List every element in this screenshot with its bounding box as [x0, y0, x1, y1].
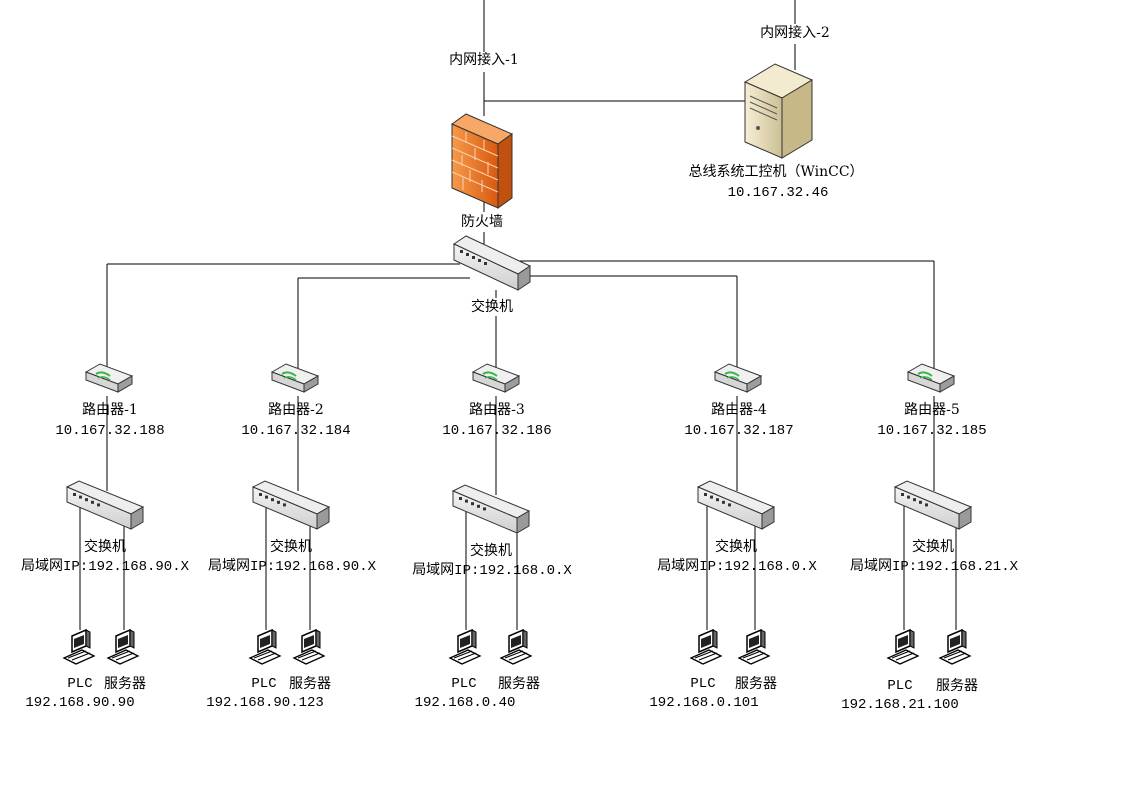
workstation-label: 总线系统工控机（WinCC） [688, 164, 864, 180]
lan-switch-label: 交换机 [270, 539, 312, 555]
device-ip: 192.168.90.90 [25, 695, 135, 711]
workstation-icon [743, 63, 814, 159]
server-icon [499, 628, 533, 665]
firewall-label: 防火墙 [461, 214, 503, 230]
server-icon [292, 628, 326, 665]
device-ip: 192.168.21.100 [841, 697, 959, 713]
uplink-2-label: 内网接入-2 [760, 25, 830, 41]
router-ip: 10.167.32.188 [55, 423, 165, 439]
router-ip: 10.167.32.184 [241, 423, 351, 439]
router-label: 路由器-5 [904, 402, 960, 418]
lan-ip-range: 局域网IP:192.168.90.X [20, 559, 190, 575]
workstation-ip: 10.167.32.46 [727, 185, 829, 201]
firewall-icon [450, 113, 514, 209]
device-ip: 192.168.0.101 [649, 695, 759, 711]
lan-switch-label: 交换机 [470, 543, 512, 559]
lan-switch-icon [893, 480, 973, 530]
plc-icon [886, 628, 920, 665]
router-ip: 10.167.32.185 [877, 423, 987, 439]
uplink-1-label: 内网接入-1 [449, 52, 519, 68]
server-label: 服务器 [289, 676, 331, 692]
core-switch-icon [452, 235, 532, 291]
router-icon [84, 363, 134, 393]
plc-label: PLC [887, 678, 913, 694]
router-label: 路由器-1 [82, 402, 138, 418]
router-icon [906, 363, 956, 393]
plc-icon [248, 628, 282, 665]
plc-label: PLC [451, 676, 477, 692]
server-icon [737, 628, 771, 665]
router-icon [270, 363, 320, 393]
device-ip: 192.168.0.40 [414, 695, 516, 711]
lan-switch-icon [696, 480, 776, 530]
device-ip: 192.168.90.123 [206, 695, 324, 711]
plc-icon [448, 628, 482, 665]
server-label: 服务器 [936, 678, 978, 694]
lan-switch-icon [251, 480, 331, 530]
lan-switch-icon [65, 480, 145, 530]
lan-switch-label: 交换机 [84, 539, 126, 555]
core-switch-label: 交换机 [471, 299, 513, 315]
plc-label: PLC [690, 676, 716, 692]
server-icon [938, 628, 972, 665]
server-icon [106, 628, 140, 665]
router-label: 路由器-2 [268, 402, 324, 418]
server-label: 服务器 [735, 676, 777, 692]
router-label: 路由器-4 [711, 402, 767, 418]
plc-label: PLC [67, 676, 93, 692]
lan-ip-range: 局域网IP:192.168.21.X [849, 559, 1019, 575]
lan-switch-label: 交换机 [912, 539, 954, 555]
router-icon [713, 363, 763, 393]
plc-icon [62, 628, 96, 665]
router-icon [471, 363, 521, 393]
router-ip: 10.167.32.187 [684, 423, 794, 439]
lan-switch-icon [451, 484, 531, 534]
server-label: 服务器 [498, 676, 540, 692]
lan-ip-range: 局域网IP:192.168.0.X [412, 563, 572, 579]
server-label: 服务器 [104, 676, 146, 692]
lan-switch-label: 交换机 [715, 539, 757, 555]
lan-ip-range: 局域网IP:192.168.0.X [657, 559, 817, 575]
lan-ip-range: 局域网IP:192.168.90.X [207, 559, 377, 575]
plc-label: PLC [251, 676, 277, 692]
router-label: 路由器-3 [469, 402, 525, 418]
router-ip: 10.167.32.186 [442, 423, 552, 439]
plc-icon [689, 628, 723, 665]
